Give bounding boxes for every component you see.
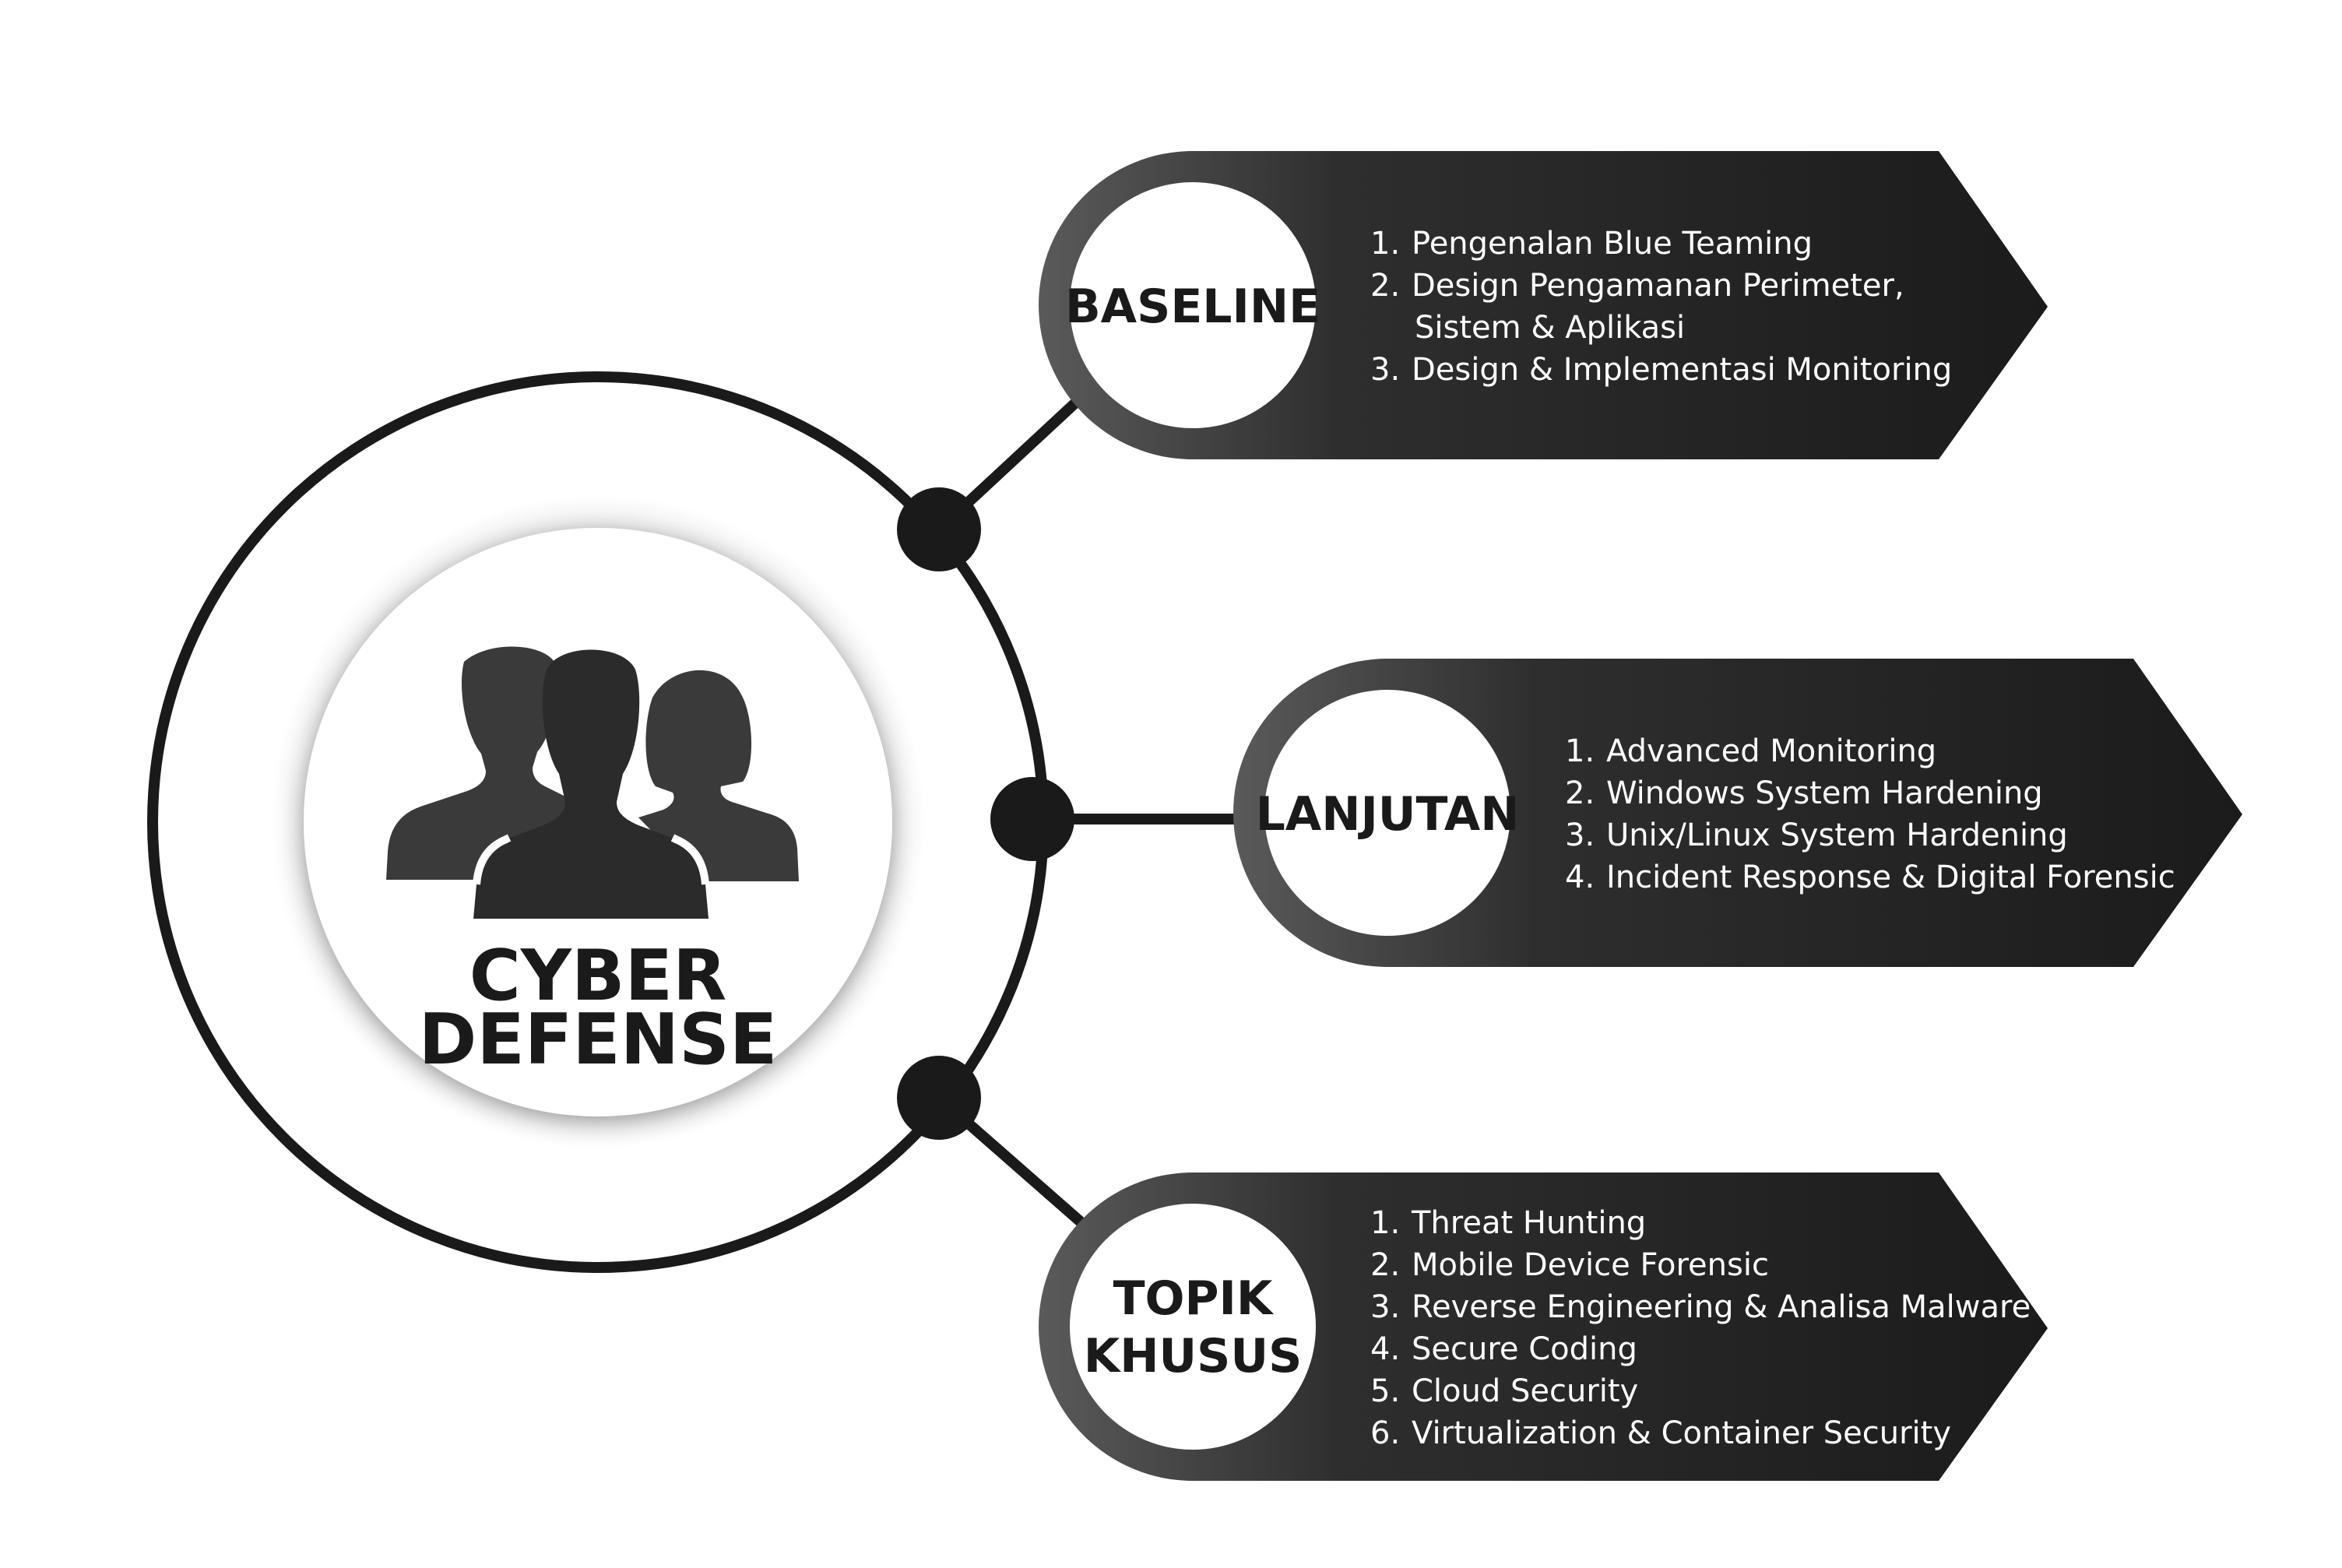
person-right-icon <box>638 670 799 881</box>
connectors <box>935 385 1246 1235</box>
person-center-icon <box>473 649 709 919</box>
label-circle <box>1070 1204 1316 1450</box>
person-left-icon <box>386 646 576 880</box>
branch-label: BASELINE <box>1065 279 1320 334</box>
label-circle <box>1264 690 1510 936</box>
branch-label: LANJUTAN <box>1256 787 1520 842</box>
center-title-line-2: DEFENSE <box>419 999 778 1081</box>
list-item: 2.Mobile Device Forensic <box>1370 1247 1769 1283</box>
center-title-line-1: CYBER <box>469 935 727 1017</box>
banner-topik-khusus: TOPIK KHUSUS 1.Threat Hunting 2.Mobile D… <box>1039 1172 2048 1481</box>
list-item: 3.Design & Implementasi Monitoring <box>1370 352 1952 388</box>
banner-shape <box>1039 1172 2048 1481</box>
list-item: 1.Advanced Monitoring <box>1565 733 1936 769</box>
banner-baseline: BASELINE 1.Pengenalan Blue Teaming 2.Des… <box>1039 151 2048 459</box>
item-list: 1.Pengenalan Blue Teaming 2.Design Penga… <box>1370 226 1952 388</box>
node-topik-khusus <box>897 1056 981 1140</box>
list-item: 3.Reverse Engineering & Analisa Malware <box>1370 1289 2031 1325</box>
item-list: 1.Advanced Monitoring 2.Windows System H… <box>1565 733 2175 895</box>
banner-shape <box>1233 659 2242 967</box>
list-item: 1.Pengenalan Blue Teaming <box>1370 226 1813 262</box>
banner-shape <box>1039 151 2048 459</box>
list-item: 3.Unix/Linux System Hardening <box>1565 817 2068 853</box>
list-item: 4.Incident Response & Digital Forensic <box>1565 860 2175 895</box>
junction-nodes <box>897 487 1074 1140</box>
node-lanjutan <box>990 777 1074 861</box>
branch-label: KHUSUS <box>1084 1329 1303 1383</box>
list-item: 4.Secure Coding <box>1370 1331 1637 1367</box>
list-item: 5.Cloud Security <box>1370 1373 1638 1409</box>
list-item: 1.Threat Hunting <box>1370 1205 1646 1241</box>
node-baseline <box>897 487 981 571</box>
branch-label: TOPIK <box>1113 1271 1275 1326</box>
label-circle <box>1070 182 1316 428</box>
people-group-icon <box>386 646 799 919</box>
list-item: 2.Windows System Hardening <box>1565 775 2043 811</box>
list-item: 6.Virtualization & Container Security <box>1370 1415 1951 1451</box>
list-item: Sistem & Aplikasi <box>1415 310 1685 346</box>
banner-lanjutan: LANJUTAN 1.Advanced Monitoring 2.Windows… <box>1233 659 2242 967</box>
item-list: 1.Threat Hunting 2.Mobile Device Forensi… <box>1370 1205 2031 1451</box>
list-item: 2.Design Pengamanan Perimeter, <box>1370 268 1904 304</box>
